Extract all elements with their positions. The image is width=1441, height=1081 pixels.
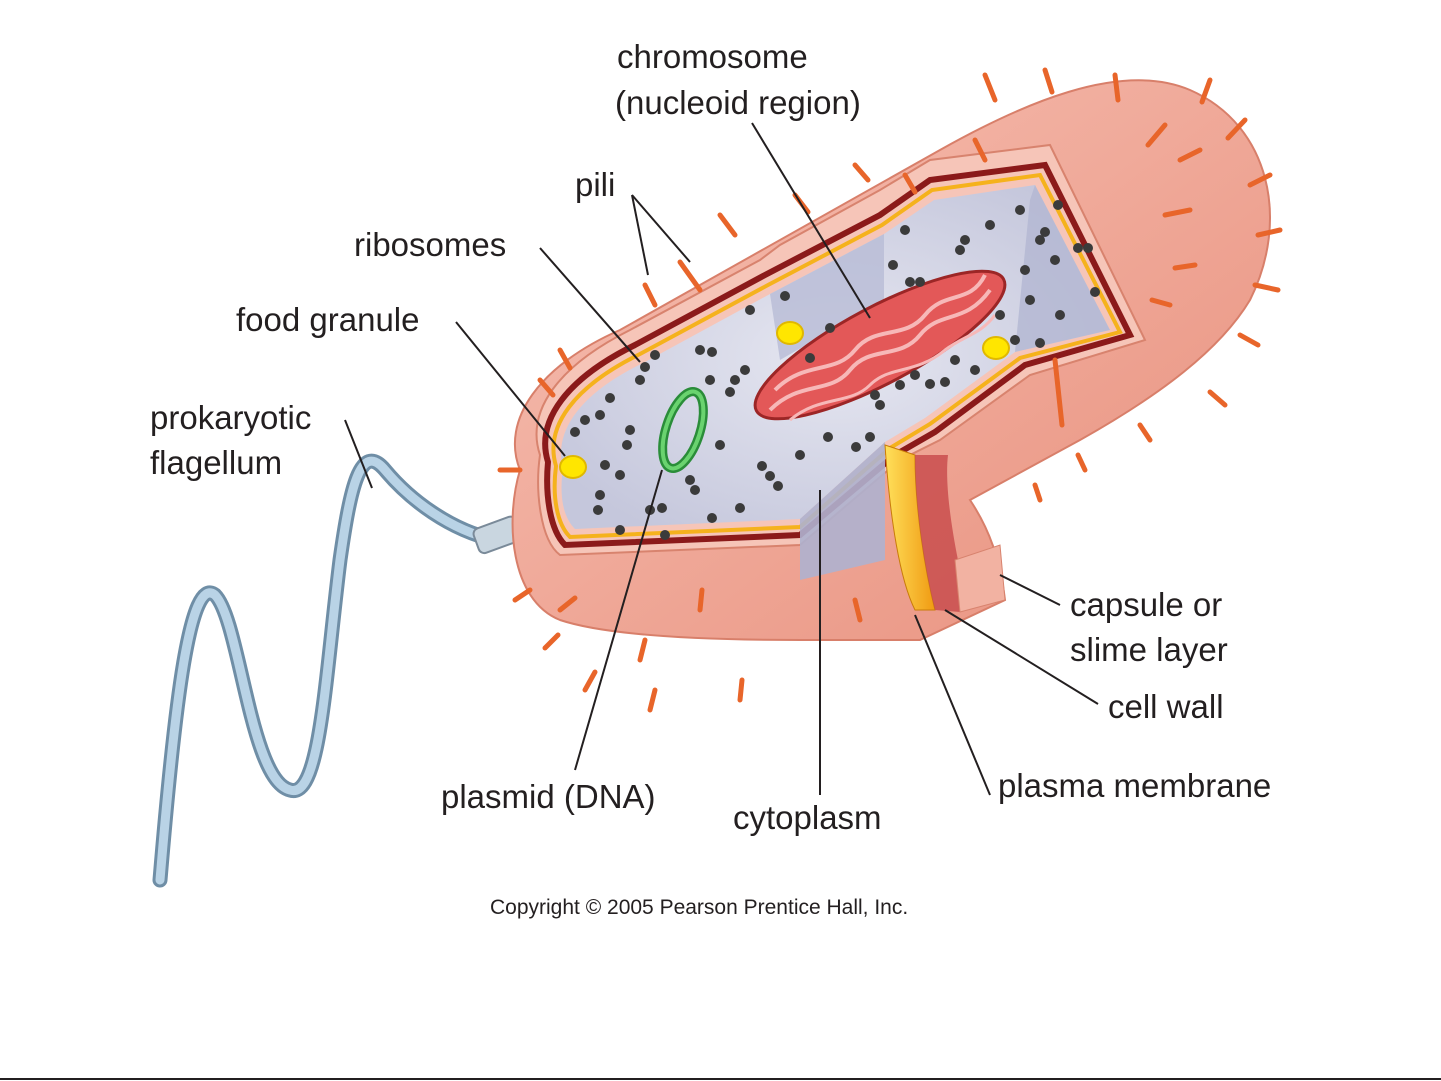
leader-capsule — [1000, 575, 1060, 605]
label-cell-wall: cell wall — [1108, 684, 1224, 729]
leader-plasma-membrane — [915, 615, 990, 795]
label-flagellum: flagellum — [150, 440, 282, 485]
label-chromosome: chromosome — [617, 34, 808, 79]
label-pili: pili — [575, 162, 615, 207]
bottom-divider — [0, 1078, 1441, 1080]
label-plasma-membrane: plasma membrane — [998, 763, 1271, 808]
label-prokaryotic: prokaryotic — [150, 395, 311, 440]
label-plasmid: plasmid (DNA) — [441, 774, 656, 819]
label-slime-layer: slime layer — [1070, 627, 1228, 672]
leader-pili-1 — [632, 195, 648, 275]
copyright-notice: Copyright © 2005 Pearson Prentice Hall, … — [490, 896, 908, 920]
label-capsule: capsule or — [1070, 582, 1222, 627]
label-ribosomes: ribosomes — [354, 222, 506, 267]
label-cytoplasm: cytoplasm — [733, 795, 882, 840]
label-food-granule: food granule — [236, 297, 419, 342]
label-nucleoid-region: (nucleoid region) — [615, 80, 861, 125]
leader-pili-2 — [632, 195, 690, 262]
